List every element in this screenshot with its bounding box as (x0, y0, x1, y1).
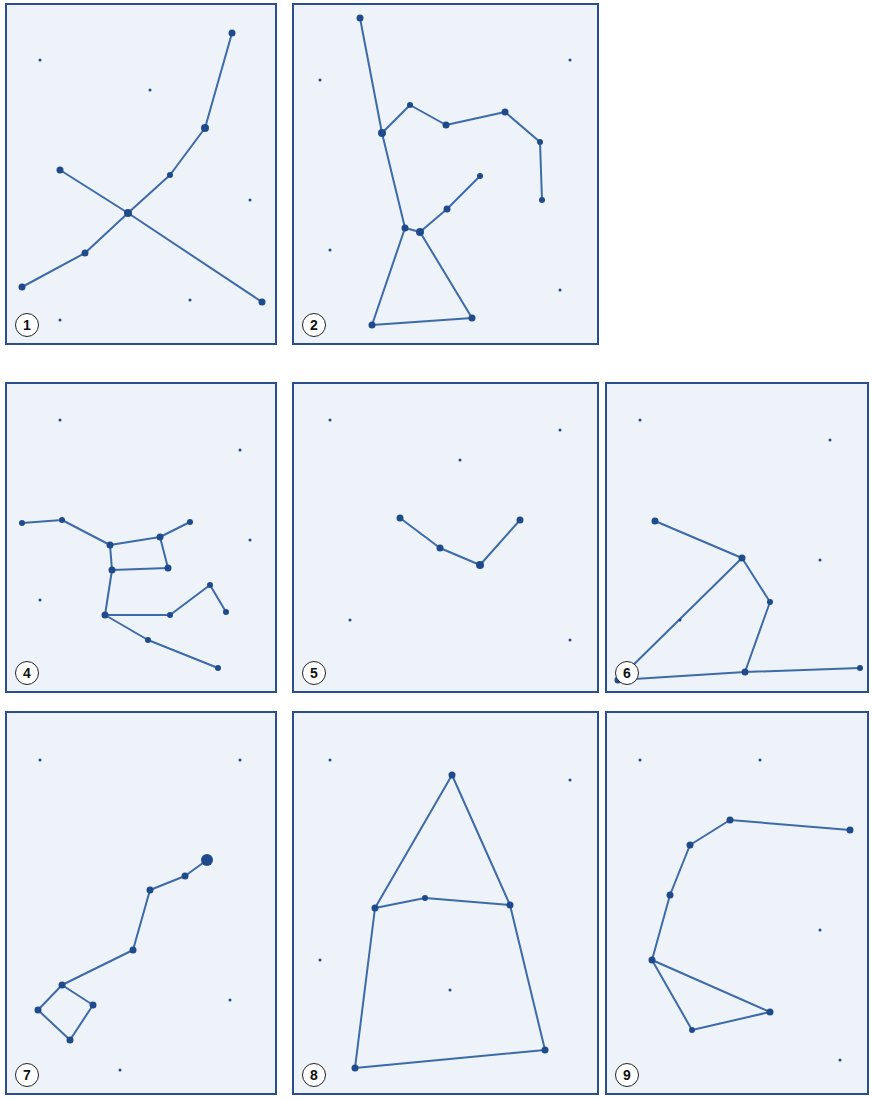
constellation-panel: 6 (605, 382, 869, 693)
panel-grounds (5, 3, 869, 1095)
constellation-panel: 9 (605, 711, 869, 1095)
constellation-panel: 1 (5, 3, 277, 345)
star-dots (19, 15, 864, 1072)
figure-number: 9 (615, 1063, 639, 1087)
constellation-panel: 4 (5, 382, 277, 693)
constellation-panel: 7 (5, 711, 277, 1095)
constellation-panel: 8 (292, 711, 599, 1095)
figure-number: 1 (15, 313, 39, 337)
constellation-lines (22, 18, 860, 1068)
constellation-panel: 2 (292, 3, 599, 345)
figure-number: 5 (302, 661, 326, 685)
figure-number: 6 (615, 661, 639, 685)
figure-number: 7 (15, 1063, 39, 1087)
figure-number: 8 (302, 1063, 326, 1087)
figure-number: 4 (15, 661, 39, 685)
constellation-panel: 5 (292, 382, 599, 693)
figure-number: 2 (302, 313, 326, 337)
